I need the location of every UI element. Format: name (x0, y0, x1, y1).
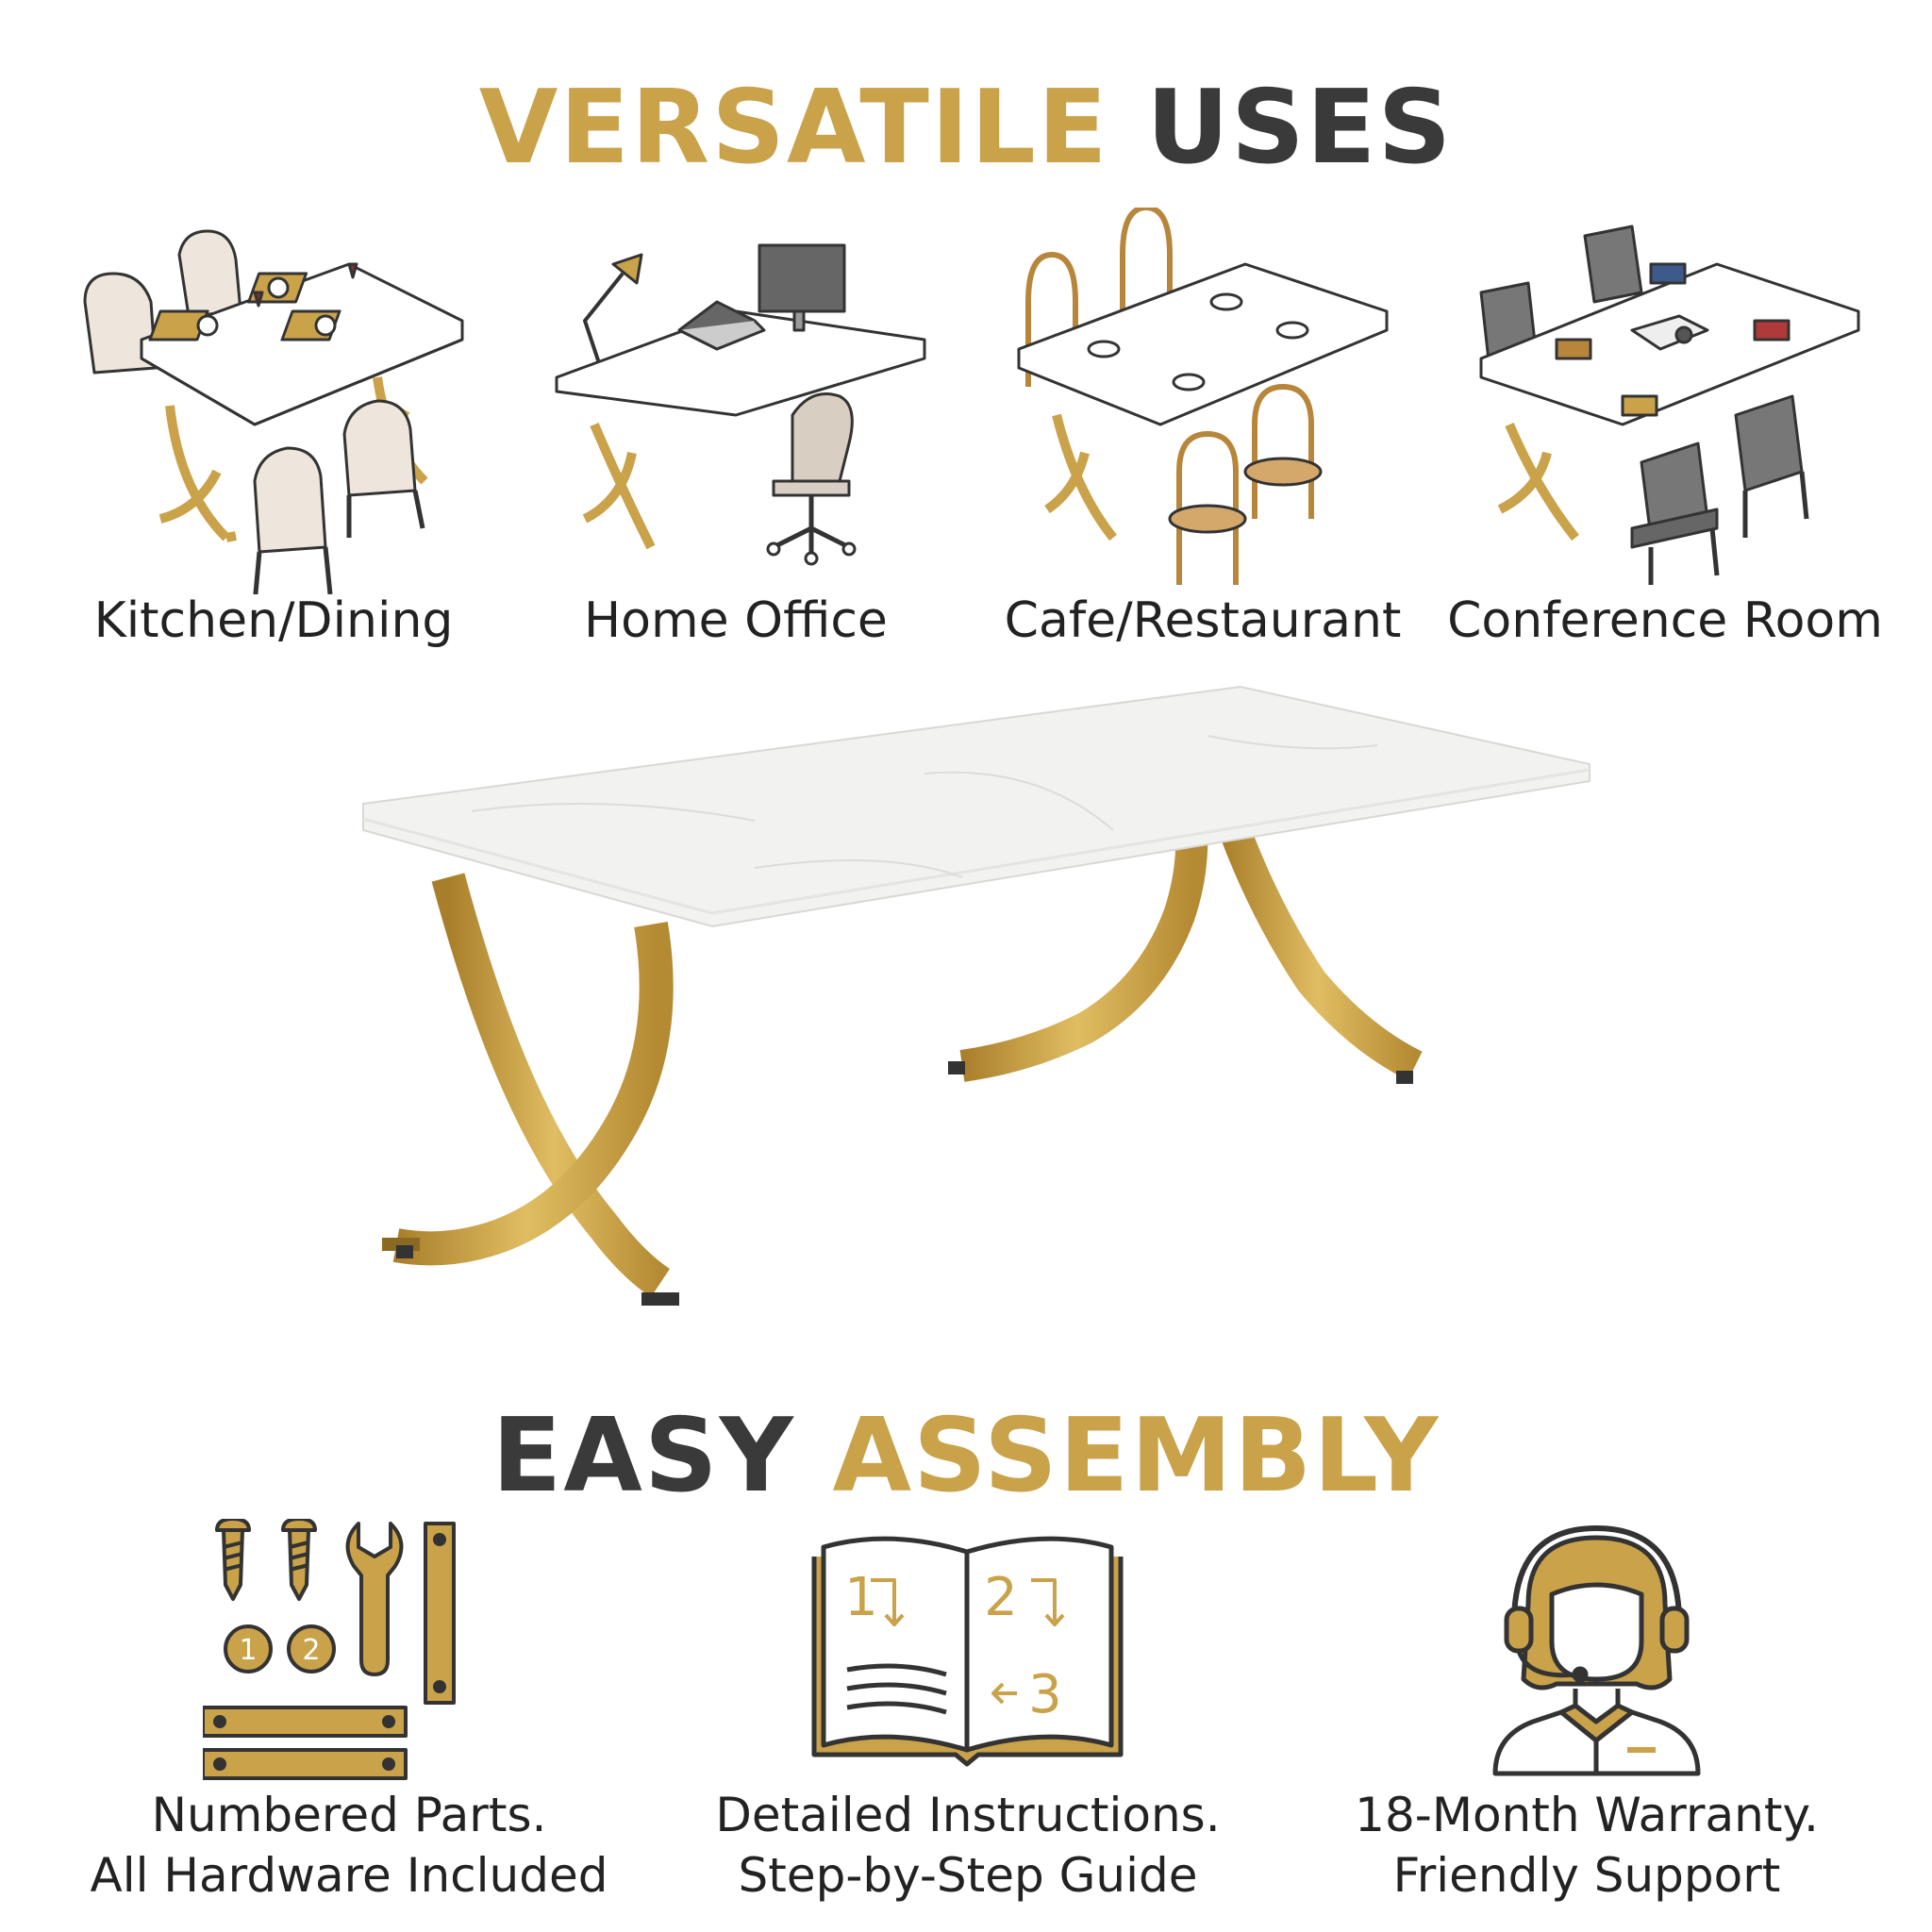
step-number-2: 2 (984, 1567, 1018, 1628)
heading-word-uses: USES (1146, 69, 1454, 187)
use-label-conference-room: Conference Room (1447, 592, 1883, 649)
step-number-3: 3 (1028, 1664, 1062, 1725)
part-number-1: 1 (239, 1634, 257, 1667)
support-agent-icon (1492, 1525, 1701, 1776)
feature-instructions-line1: Detailed Instructions. (715, 1788, 1221, 1842)
use-label-kitchen-dining: Kitchen/Dining (93, 592, 454, 649)
dining-table-scene-icon (83, 229, 464, 594)
part-number-2: 2 (302, 1634, 320, 1667)
feature-hardware-text: Numbered Parts. All Hardware Included (47, 1785, 651, 1906)
heading-word-versatile: VERSATILE (478, 69, 1109, 187)
feature-instructions-line2: Step-by-Step Guide (738, 1848, 1198, 1903)
feature-warranty-text: 18-Month Warranty. Friendly Support (1285, 1785, 1889, 1906)
conference-scene-icon (1479, 225, 1860, 585)
instruction-manual-icon: 1 2 3 (811, 1536, 1124, 1767)
use-label-cafe-restaurant: Cafe/Restaurant (1004, 592, 1402, 649)
feature-instructions-text: Detailed Instructions. Step-by-Step Guid… (666, 1785, 1270, 1906)
home-office-scene-icon (555, 243, 926, 566)
use-label-home-office: Home Office (584, 592, 888, 649)
heading-word-easy: EASY (491, 1397, 795, 1515)
hardware-kit-icon: 1 2 (203, 1519, 456, 1780)
feature-warranty-line2: Friendly Support (1392, 1848, 1781, 1903)
versatile-uses-heading: VERSATILE USES (0, 77, 1932, 179)
heading-word-assembly: ASSEMBLY (832, 1397, 1441, 1515)
step-number-1: 1 (844, 1567, 878, 1628)
cafe-scene-icon (1017, 208, 1389, 585)
easy-assembly-heading: EASY ASSEMBLY (0, 1406, 1932, 1507)
marble-table-product-image (362, 685, 1591, 1306)
feature-hardware-line1: Numbered Parts. (151, 1788, 547, 1842)
feature-warranty-line1: 18-Month Warranty. (1355, 1788, 1819, 1842)
feature-hardware-line2: All Hardware Included (90, 1848, 608, 1903)
